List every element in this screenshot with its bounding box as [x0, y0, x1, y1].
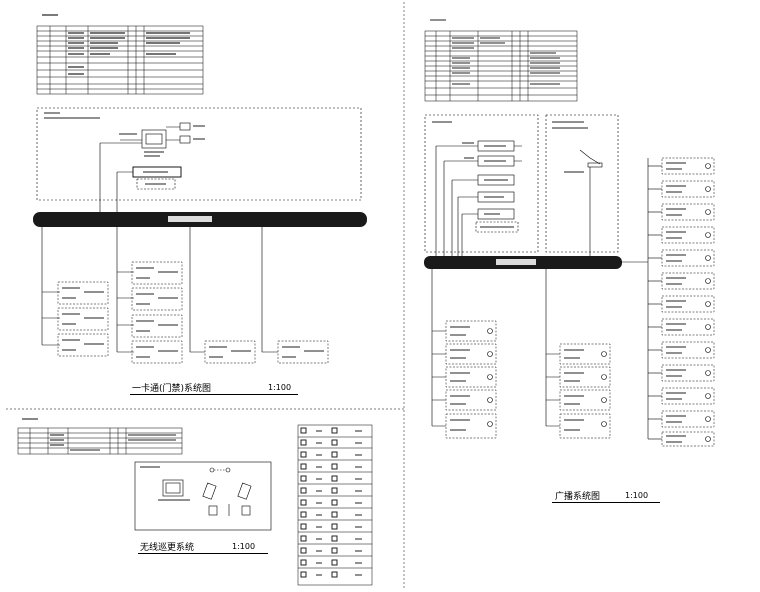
microphone-icon	[579, 149, 601, 165]
broadcast-branch-lines	[431, 158, 649, 427]
wireless-patrol-title-underline	[138, 553, 268, 554]
broadcast-rack-scribbles	[432, 121, 588, 228]
patrol-room	[134, 461, 272, 531]
broadcast-rack-units	[435, 140, 603, 256]
wireless-patrol-scale: 1:100	[232, 542, 256, 551]
access-control-title: 一卡通(门禁)系统图	[132, 384, 212, 394]
broadcast-zone-amplifiers	[445, 320, 611, 439]
patrol-legend-table	[17, 427, 183, 455]
broadcast-title: 广播系统图	[555, 492, 601, 502]
broadcast-legend-scribbles	[430, 19, 560, 85]
broadcast-scale: 1:100	[625, 491, 649, 500]
access-control-scale: 1:100	[268, 383, 292, 392]
access-controller-scribbles	[62, 267, 324, 358]
access-legend-scribbles	[42, 14, 190, 75]
broadcast-bus-label	[496, 259, 536, 265]
access-legend-table	[36, 25, 204, 95]
wireless-patrol-title: 无线巡更系统	[140, 543, 195, 553]
patrol-point-table	[297, 424, 373, 586]
speaker-icons	[487, 163, 711, 442]
patrol-room-scribbles	[140, 466, 190, 501]
broadcast-title-underline	[552, 502, 660, 503]
access-control-room	[36, 107, 362, 212]
patrol-point-marks	[300, 427, 362, 578]
computer-icon	[162, 479, 184, 497]
broadcast-equipment-rooms	[424, 114, 619, 253]
broadcast-legend-table	[424, 30, 578, 102]
printer-icon	[179, 122, 191, 131]
server-icon	[141, 129, 167, 149]
access-door-controllers	[57, 261, 329, 364]
broadcast-right-connectors	[647, 165, 662, 440]
sheet-dividers	[6, 2, 405, 590]
access-branch-lines	[41, 227, 278, 353]
patrol-legend-scribbles	[22, 418, 176, 451]
access-bus-label	[168, 216, 212, 222]
broadcast-zone-scribbles	[450, 162, 686, 443]
access-room-scribbles	[44, 112, 205, 185]
reader-icon	[179, 135, 191, 144]
access-control-title-underline	[130, 394, 298, 395]
